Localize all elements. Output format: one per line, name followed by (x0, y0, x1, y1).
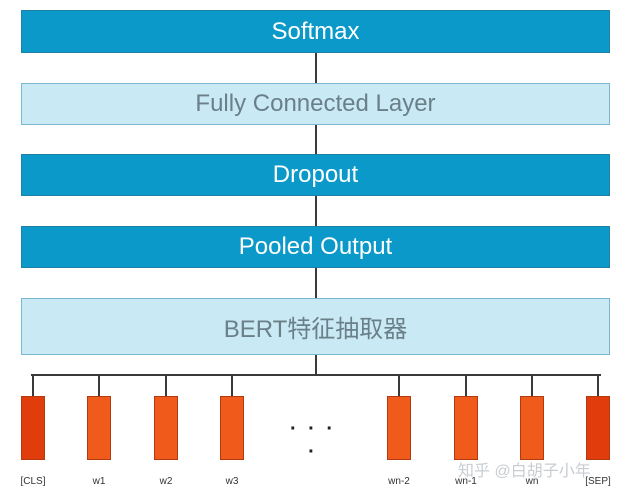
token-box-w1 (87, 396, 111, 460)
token-label-wn-1: wn-1 (455, 476, 477, 487)
connector-softmax-fc (315, 53, 317, 83)
connector-dropout-pooled (315, 196, 317, 226)
dropout-layer: Dropout (21, 154, 610, 196)
dropout-label: Dropout (272, 161, 359, 188)
zhihu-watermark: 知乎 @白胡子小年 (458, 463, 591, 480)
token-drop-line (398, 374, 400, 396)
fully-connected-layer: Fully Connected Layer (21, 83, 610, 125)
token-drop-line (465, 374, 467, 396)
token-label-sep: [SEP] (585, 476, 611, 487)
token-box-cls (21, 396, 45, 460)
pooled-output-layer: Pooled Output (21, 226, 610, 268)
token-label-wn: wn (525, 476, 539, 487)
pooled-output-label: Pooled Output (238, 233, 393, 260)
token-drop-line (32, 374, 34, 396)
token-label-w2: w2 (159, 476, 173, 487)
token-bus-line (31, 374, 601, 376)
fully-connected-label: Fully Connected Layer (195, 90, 436, 117)
token-label-wn-2: wn-2 (388, 476, 410, 487)
softmax-layer: Softmax (21, 10, 610, 53)
token-drop-line (597, 374, 599, 396)
token-box-sep (586, 396, 610, 460)
token-box-wn-2 (387, 396, 411, 460)
token-box-wn-1 (454, 396, 478, 460)
bert-feature-extractor-layer: BERT特征抽取器 (21, 298, 610, 355)
token-label-w3: w3 (225, 476, 239, 487)
token-box-w2 (154, 396, 178, 460)
token-drop-line (165, 374, 167, 396)
token-drop-line (231, 374, 233, 396)
token-ellipsis: · · · · (289, 418, 337, 463)
token-drop-line (98, 374, 100, 396)
softmax-label: Softmax (271, 17, 360, 45)
token-drop-line (531, 374, 533, 396)
token-box-wn (520, 396, 544, 460)
token-box-w3 (220, 396, 244, 460)
token-label-cls: [CLS] (20, 476, 46, 487)
connector-fc-dropout (315, 125, 317, 154)
connector-bert-tokens (315, 355, 317, 375)
token-label-w1: w1 (92, 476, 106, 487)
bert-feature-extractor-label: BERT特征抽取器 (223, 316, 408, 343)
connector-pooled-bert (315, 268, 317, 298)
